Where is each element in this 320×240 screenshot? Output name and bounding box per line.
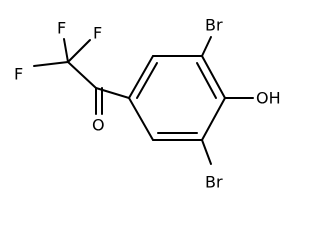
ring-bond-6 — [128, 97, 154, 141]
atom-label-f-left: F — [14, 65, 23, 84]
bond-cf-right — [67, 39, 91, 63]
ring-bond-3-inner — [196, 62, 217, 99]
bond-c-br-top — [201, 36, 212, 57]
ring-bond-4 — [201, 97, 226, 141]
bond-c-c — [67, 61, 97, 89]
atom-label-f-top: F — [57, 19, 66, 38]
atom-label-br-top: Br — [205, 16, 223, 35]
bond-c-br-bottom — [201, 139, 212, 165]
ring-bond-3 — [201, 55, 226, 99]
chemical-structure: F F F O Br OH Br — [14, 16, 281, 192]
ring-bond-1 — [128, 55, 154, 99]
atom-label-br-bottom: Br — [205, 173, 223, 192]
bond-cf-top — [63, 38, 69, 63]
atom-label-oh: OH — [256, 89, 281, 108]
atom-label-f-right: F — [93, 24, 102, 43]
ring-bond-1-inner — [136, 62, 158, 99]
atom-label-o-carbonyl: O — [92, 116, 105, 135]
bond-cf-left — [33, 61, 69, 67]
bond-carbonyl-ring — [95, 87, 130, 99]
